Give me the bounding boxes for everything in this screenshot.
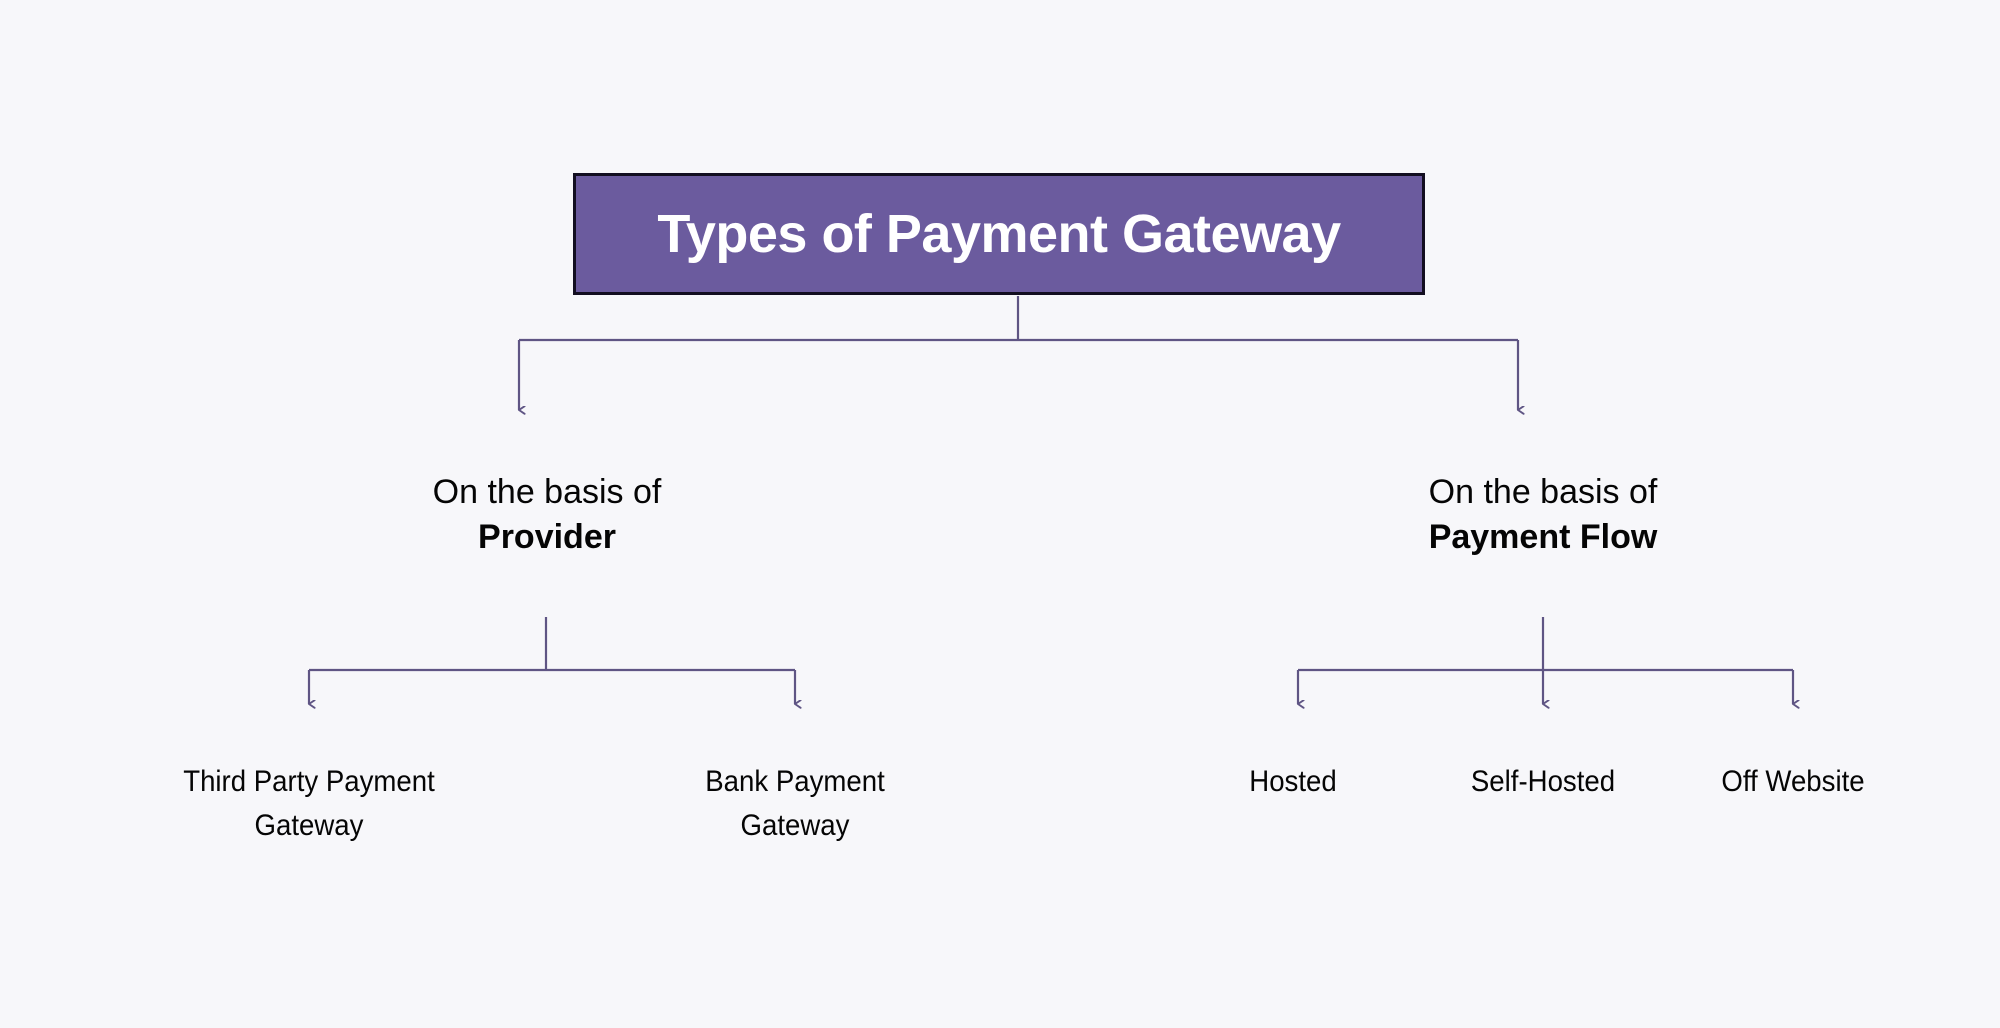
category-payment-flow-prefix: On the basis of xyxy=(1428,473,1658,511)
leaf-third-party-line1: Third Party Payment xyxy=(183,765,435,798)
leaf-node-bank-payment-gateway: Bank Payment Gateway xyxy=(629,760,960,847)
leaf-off-website-label: Off Website xyxy=(1721,765,1865,798)
leaf-hosted-label: Hosted xyxy=(1249,765,1337,798)
leaf-node-third-party-payment-gateway: Third Party Payment Gateway xyxy=(143,760,474,847)
root-node-types-of-payment-gateway: Types of Payment Gateway xyxy=(573,173,1425,295)
category-payment-flow-label: Payment Flow xyxy=(1428,517,1658,556)
leaf-bank-line1: Bank Payment xyxy=(705,765,885,798)
leaf-node-hosted: Hosted xyxy=(1192,760,1394,804)
leaf-third-party-line2: Gateway xyxy=(254,808,364,842)
leaf-bank-line2: Gateway xyxy=(740,808,850,842)
leaf-self-hosted-label: Self-Hosted xyxy=(1470,765,1616,798)
leaf-node-self-hosted: Self-Hosted xyxy=(1442,760,1644,804)
category-node-provider: On the basis of Provider xyxy=(319,470,775,560)
root-node-title: Types of Payment Gateway xyxy=(657,204,1341,264)
category-provider-label: Provider xyxy=(478,517,616,556)
leaf-node-off-website: Off Website xyxy=(1692,760,1894,804)
category-provider-prefix: On the basis of xyxy=(432,473,662,511)
category-node-payment-flow: On the basis of Payment Flow xyxy=(1315,470,1771,560)
